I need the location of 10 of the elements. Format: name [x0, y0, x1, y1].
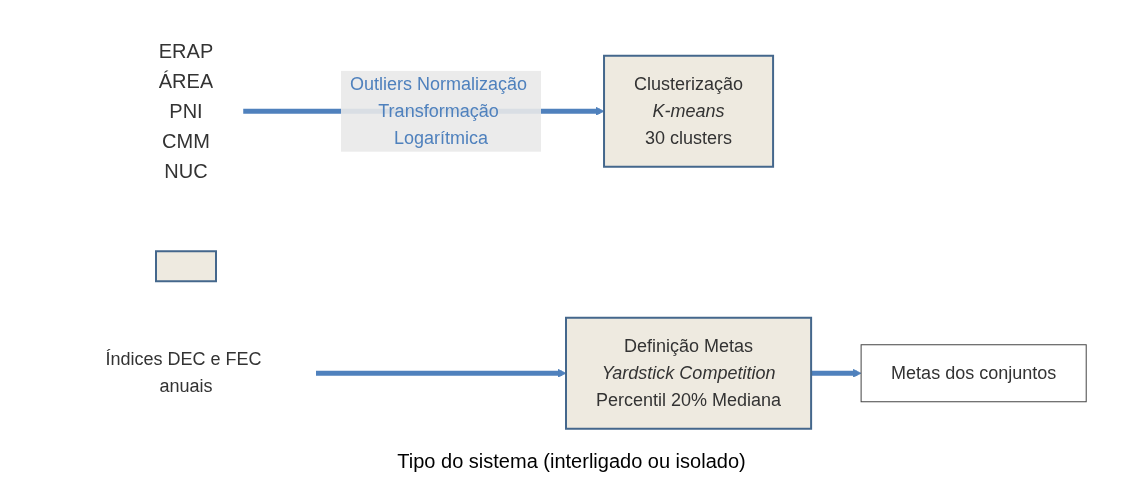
node-box: Metas dos conjuntos — [861, 344, 1088, 403]
arrow — [316, 368, 567, 378]
node-text: Índices DEC e FEC anuais — [105, 349, 262, 397]
arrow — [811, 368, 862, 378]
edge-label: Outliers Normalização Transformação Logarítmica — [350, 73, 528, 148]
note-text: Tipo do sistema (interligado ou isolado) — [397, 450, 746, 473]
node-box: Clusterização K-means 30 clusters — [603, 54, 775, 168]
node-box — [155, 250, 218, 283]
node-text: ERAP ÁREA PNI CMM NUC — [159, 40, 214, 183]
node-box: Definição Metas Yardstick Competition Percentil 20% Mediana — [565, 316, 813, 430]
